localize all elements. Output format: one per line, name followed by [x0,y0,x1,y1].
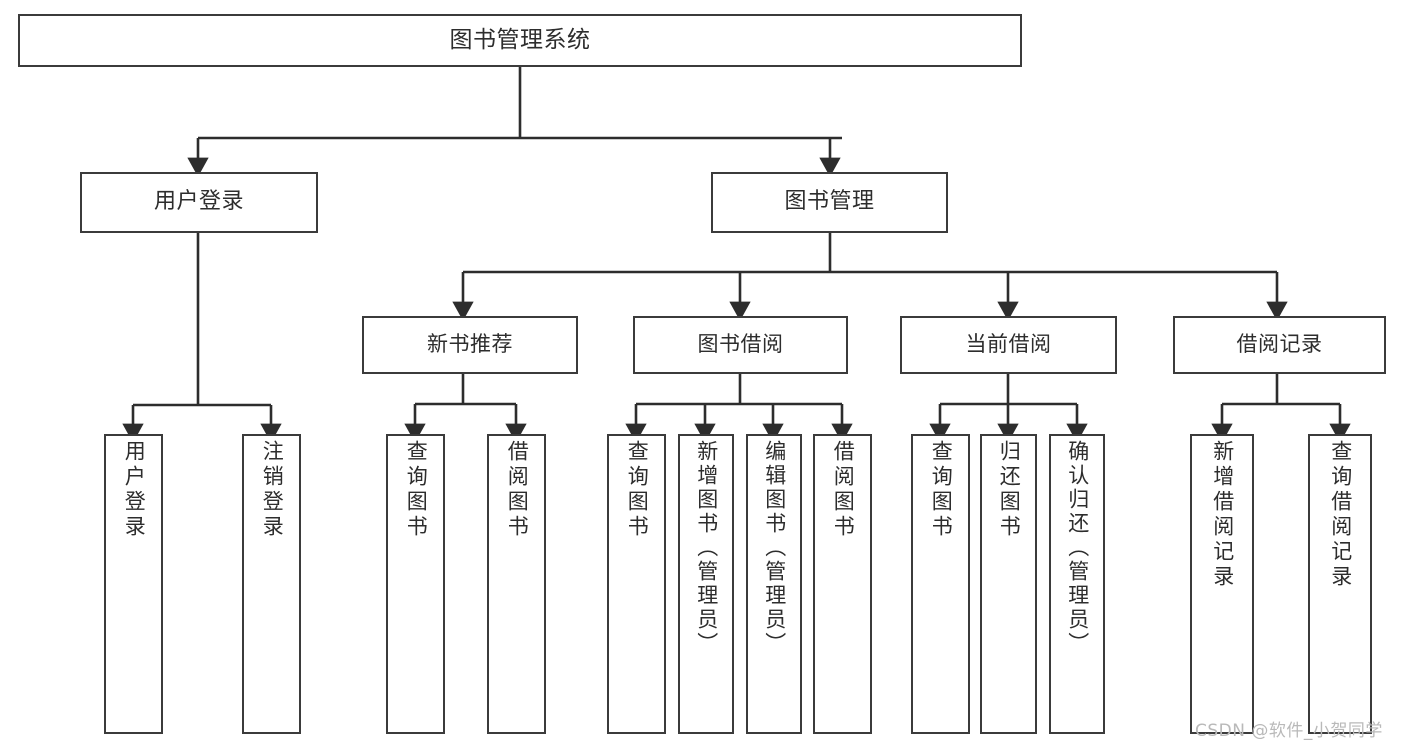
node-label: 新增图书（管理员） [694,440,719,656]
node-label: 查询图书 [625,440,650,540]
node-label: 新增借阅记录 [1210,440,1235,590]
csdn-watermark: CSDN @软件_小贺同学 [1195,721,1383,741]
node-leaf-user-login[interactable]: 用户登录 [104,434,163,734]
node-label: 借阅图书 [831,440,856,540]
node-label: 查询图书 [929,440,954,540]
node-label: 归还图书 [997,440,1022,540]
node-label: 当前借阅 [965,332,1052,357]
node-leaf-logout-login[interactable]: 注销登录 [242,434,301,734]
node-leaf-query-borrow-record[interactable]: 查询借阅记录 [1308,434,1372,734]
node-leaf-query-book-recommend[interactable]: 查询图书 [386,434,445,734]
node-current-borrow[interactable]: 当前借阅 [900,316,1117,374]
node-label: 用户登录 [122,440,147,540]
node-leaf-edit-book-admin[interactable]: 编辑图书（管理员） [746,434,802,734]
node-leaf-return-book[interactable]: 归还图书 [980,434,1037,734]
node-label: 新书推荐 [427,332,513,357]
node-label: 借阅记录 [1236,332,1323,357]
node-book-management[interactable]: 图书管理 [711,172,948,233]
node-leaf-confirm-return-admin[interactable]: 确认归还（管理员） [1049,434,1105,734]
node-label: 确认归还（管理员） [1065,440,1090,656]
node-new-book-recommend[interactable]: 新书推荐 [362,316,578,374]
node-label: 图书管理 [784,189,875,215]
node-label: 图书借阅 [697,332,784,357]
node-user-login[interactable]: 用户登录 [80,172,318,233]
node-leaf-add-book-admin[interactable]: 新增图书（管理员） [678,434,734,734]
node-leaf-borrow-book-recommend[interactable]: 借阅图书 [487,434,546,734]
node-root-book-management-system[interactable]: 图书管理系统 [18,14,1022,67]
node-book-borrow[interactable]: 图书借阅 [633,316,848,374]
node-leaf-query-book-current[interactable]: 查询图书 [911,434,970,734]
node-borrow-record[interactable]: 借阅记录 [1173,316,1386,374]
node-leaf-add-borrow-record[interactable]: 新增借阅记录 [1190,434,1254,734]
node-label: 图书管理系统 [449,26,591,53]
node-label: 编辑图书（管理员） [762,440,787,656]
node-leaf-query-book-borrow[interactable]: 查询图书 [607,434,666,734]
node-label: 用户登录 [153,189,244,215]
node-label: 查询图书 [404,440,429,540]
node-label: 查询借阅记录 [1328,440,1353,590]
node-label: 注销登录 [260,440,285,540]
node-leaf-borrow-book[interactable]: 借阅图书 [813,434,872,734]
node-label: 借阅图书 [505,440,530,540]
